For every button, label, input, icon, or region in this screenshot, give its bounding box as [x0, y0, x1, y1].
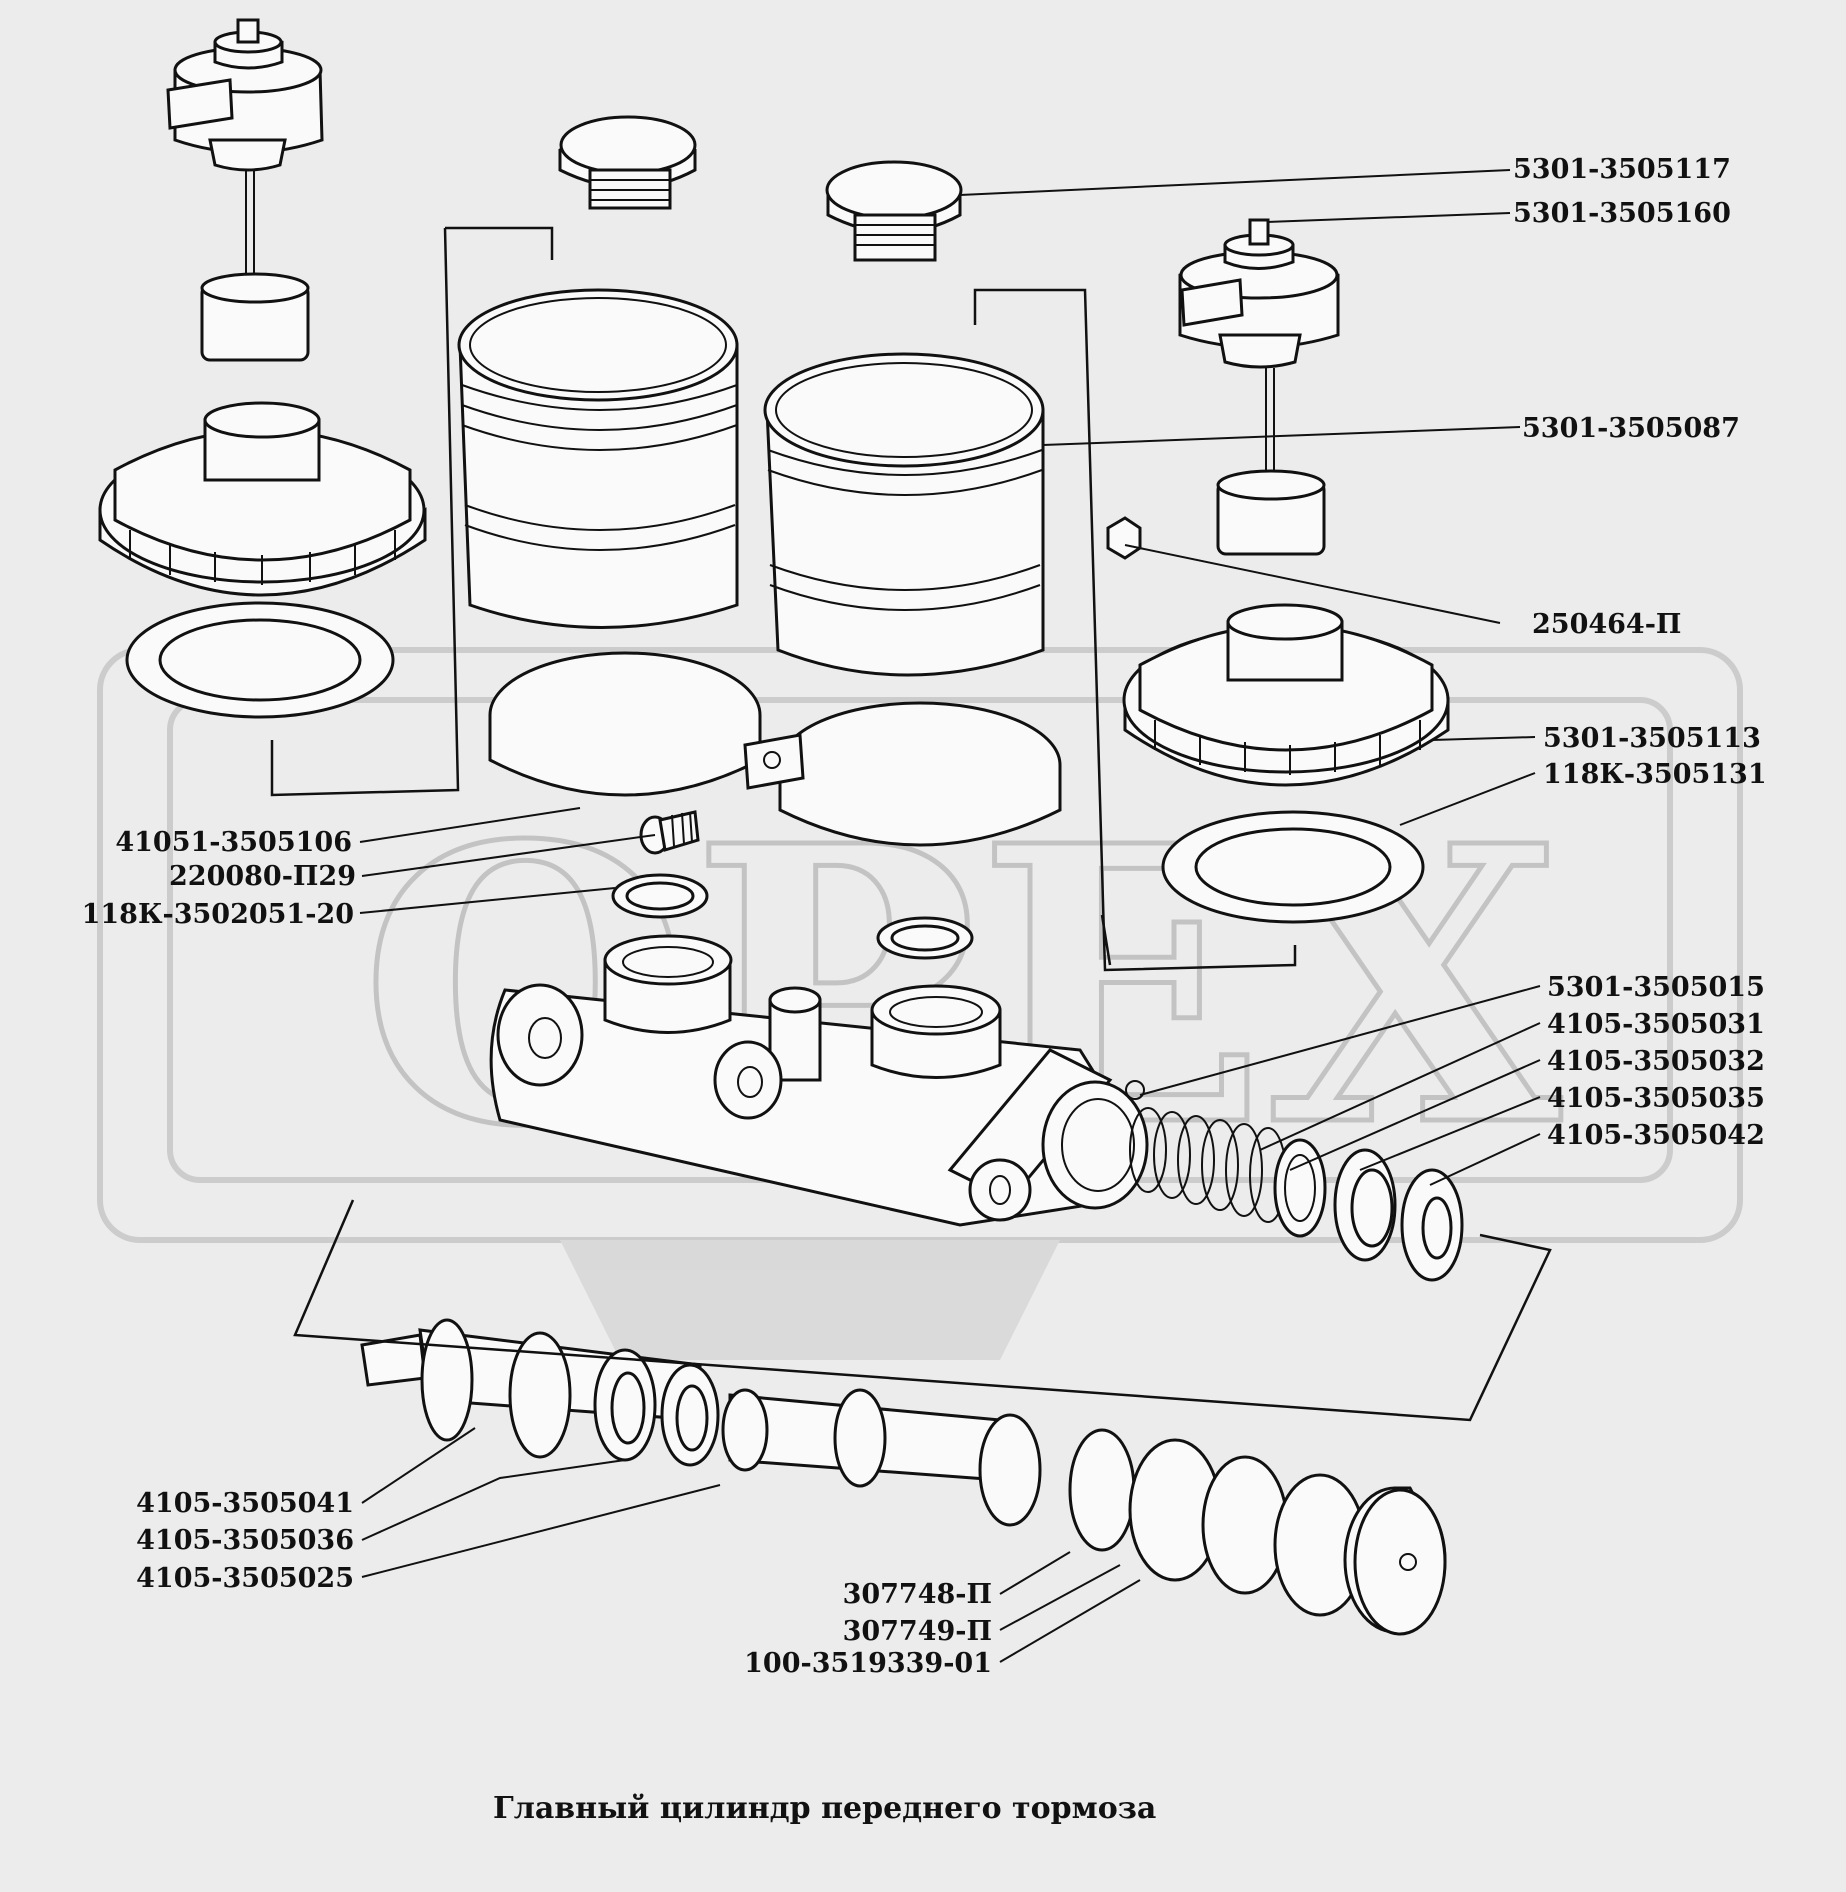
label-307748-p: 307748-П — [843, 1579, 992, 1610]
label-41051-3505106: 41051-3505106 — [115, 827, 352, 858]
spring-seat-and-seals-part — [1273, 1138, 1464, 1282]
label-4105-3505032: 4105-3505032 — [1547, 1046, 1765, 1077]
label-5301-3505160: 5301-3505160 — [1513, 198, 1731, 229]
label-220080-p29: 220080-П29 — [169, 861, 356, 892]
label-4105-3505041: 4105-3505041 — [136, 1488, 354, 1519]
right-reservoir-base-part — [1122, 603, 1450, 787]
label-118k-3502051-20: 118К-3502051-20 — [82, 899, 354, 930]
part-number-labels: 5301-3505117 5301-3505160 5301-3505087 2… — [82, 154, 1767, 1679]
right-plug-part — [825, 160, 963, 262]
small-seal-rings-part — [611, 873, 974, 960]
master-cylinder-body-part — [489, 934, 1149, 1227]
right-cap-with-float-part — [1178, 218, 1340, 556]
label-4105-3505042: 4105-3505042 — [1547, 1120, 1765, 1151]
label-5301-3505015: 5301-3505015 — [1547, 972, 1765, 1003]
label-4105-3505031: 4105-3505031 — [1547, 1009, 1765, 1040]
label-307749-p: 307749-П — [843, 1616, 992, 1647]
leader-lines — [359, 169, 1541, 1663]
piston-assembly-part — [360, 1318, 1447, 1636]
label-250464-p: 250464-П — [1532, 609, 1681, 640]
nut-part — [1106, 516, 1142, 560]
label-5301-3505087: 5301-3505087 — [1522, 413, 1740, 444]
left-reservoir-gasket-part — [125, 601, 395, 719]
label-5301-3505113: 5301-3505113 — [1543, 723, 1761, 754]
diagram-title: Главный цилиндр переднего тормоза — [493, 1791, 1156, 1826]
left-reservoir-base-part — [98, 401, 427, 597]
middle-plug-part — [558, 115, 697, 210]
label-4105-3505036: 4105-3505036 — [136, 1525, 354, 1556]
label-100-3519339-01: 100-3519339-01 — [744, 1648, 992, 1679]
right-reservoir-can-part — [763, 352, 1045, 677]
left-cap-with-float-part — [166, 18, 324, 362]
assembly-brackets — [270, 226, 1552, 1422]
right-reservoir-gasket-part — [1161, 810, 1425, 924]
label-118k-3505131: 118К-3505131 — [1543, 759, 1767, 790]
label-4105-3505025: 4105-3505025 — [136, 1563, 354, 1594]
middle-reservoir-can-part — [457, 288, 739, 629]
label-4105-3505035: 4105-3505035 — [1547, 1083, 1765, 1114]
reservoir-clamp-part — [488, 651, 1062, 847]
label-5301-3505117: 5301-3505117 — [1513, 154, 1731, 185]
return-spring-part — [1129, 1107, 1287, 1223]
